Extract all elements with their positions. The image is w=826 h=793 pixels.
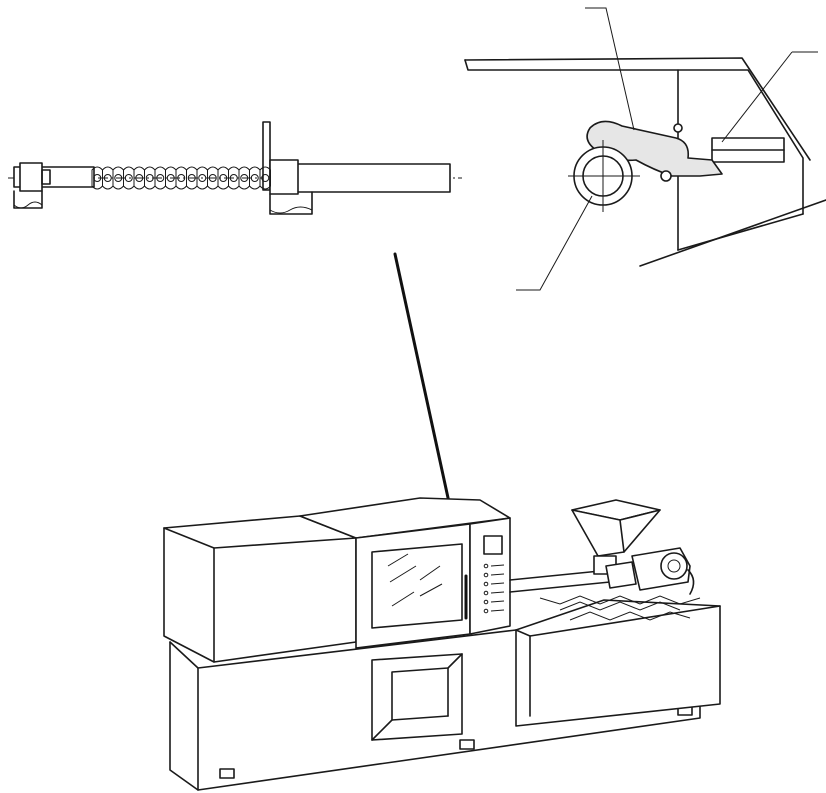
panel-button-label-mark [490,573,505,576]
injection-molding-machine-icon [163,497,721,791]
screw-flight-core [124,174,133,182]
screw-flight-core [177,174,186,182]
screw-assembly-icon [8,121,462,215]
screw-flight-core [250,174,259,182]
screw-flight-core [145,174,154,182]
screw-flight-core [208,174,217,182]
panel-button [483,608,489,614]
screw-flight-core [229,174,238,182]
panel-button [483,563,489,569]
screw-flight-core [103,174,112,182]
screw-flight-core [135,174,144,182]
panel-button [483,581,489,587]
panel-button [483,590,489,596]
screw-flight [259,166,271,190]
gear-mechanism-icon [464,7,826,291]
screw-flight-core [261,174,270,182]
screw-flights [91,166,271,190]
control-panel-buttons [483,563,505,614]
panel-button-label-mark [490,591,505,594]
screw-flight-core [166,174,175,182]
panel-button [483,572,489,578]
panel-button-label-mark [490,564,505,567]
panel-button-label-mark [490,600,505,603]
screw-flight-core [156,174,165,182]
screw-flight-core [240,174,249,182]
screw-flight-core [219,174,228,182]
connector-arrow [393,252,466,542]
panel-button [483,599,489,605]
panel-button-label-mark [490,609,505,612]
screw-flight-core [93,174,102,182]
screw-flight-core [198,174,207,182]
screw-flight-core [114,174,123,182]
panel-button-label-mark [490,582,505,585]
screw-flight-core [187,174,196,182]
